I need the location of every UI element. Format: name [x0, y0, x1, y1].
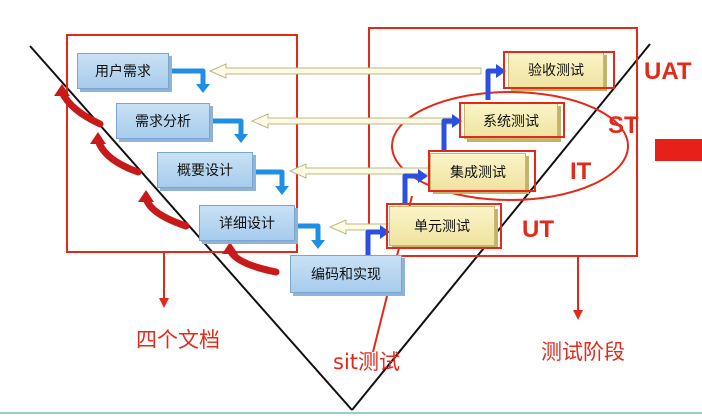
frame-uat [503, 51, 615, 89]
arrow-st-to-analysis [250, 113, 458, 129]
stage-unit-test: 单元测试 [389, 206, 495, 246]
stage-user-requirement: 用户需求 [77, 53, 169, 89]
callout-four-docs: 四个文档 [136, 328, 220, 352]
label-ut: UT [522, 216, 554, 243]
label-it: IT [570, 158, 592, 185]
right-red-marker [655, 139, 702, 161]
test-head-1 [380, 225, 390, 239]
test-head-2 [418, 169, 428, 183]
flow-head-4 [311, 240, 325, 249]
frame-ut [386, 203, 502, 249]
stage-coding: 编码和实现 [290, 255, 402, 293]
stage-outline-design: 概要设计 [157, 152, 253, 188]
test-head-3 [452, 114, 462, 128]
docs-group-frame [66, 34, 298, 253]
v-left-line [29, 45, 353, 411]
label-st: ST [608, 112, 639, 139]
stage-detail-design: 详细设计 [199, 205, 295, 241]
curl-head-1 [54, 84, 70, 96]
curl-head-3 [138, 190, 154, 202]
stage-system-test: 系统测试 [464, 103, 558, 139]
frame-st [459, 102, 565, 138]
curl-head-4 [222, 242, 238, 254]
sit-ellipse [391, 91, 629, 201]
test-group-frame [368, 27, 638, 257]
flow-head-1 [196, 84, 210, 93]
test-head-4 [496, 64, 506, 78]
flow-head-2 [234, 134, 248, 143]
callout-sit-test: sit测试 [333, 350, 401, 374]
callout-test-phase: 测试阶段 [541, 340, 625, 364]
bottom-divider [0, 412, 702, 414]
stage-integration-test: 集成测试 [430, 153, 526, 191]
dev-flow-arrows [170, 68, 321, 240]
frame-it [428, 150, 536, 192]
curl-head-2 [90, 132, 106, 144]
flow-head-3 [275, 186, 289, 195]
arrow-uat-to-requirement [208, 63, 482, 79]
label-uat: UAT [644, 58, 692, 85]
stage-acceptance-test: 验收测试 [508, 52, 604, 88]
stage-requirement-analysis: 需求分析 [116, 103, 210, 139]
